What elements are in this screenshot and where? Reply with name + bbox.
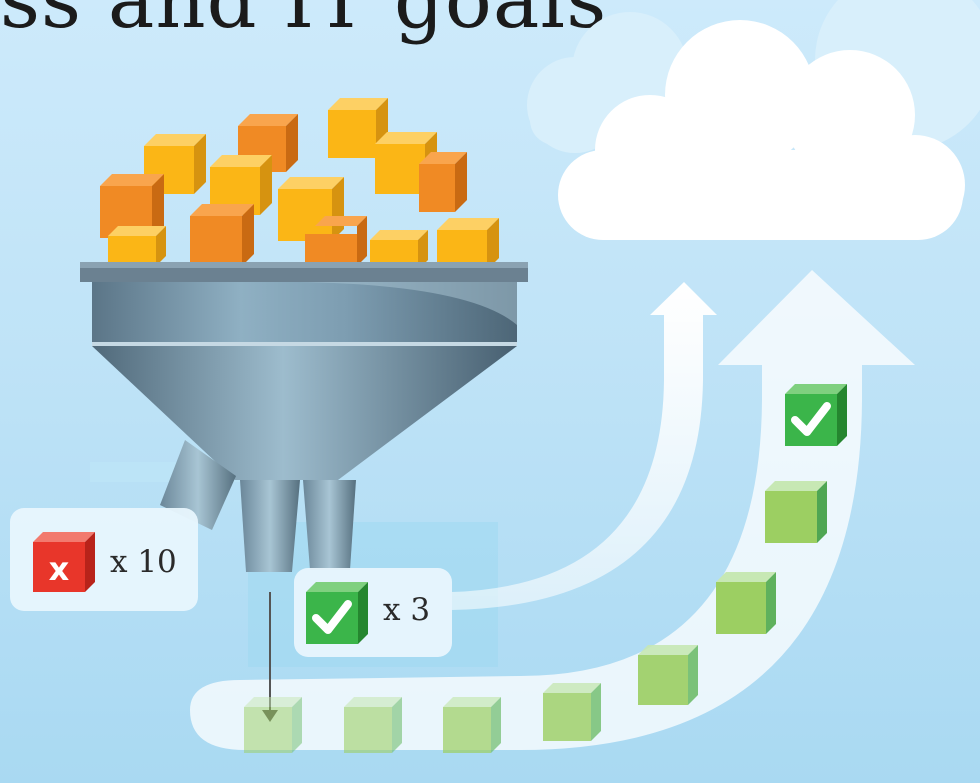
check-mark-icon bbox=[785, 384, 847, 446]
check-mark-icon bbox=[306, 582, 368, 644]
cube bbox=[543, 683, 601, 741]
cube bbox=[278, 177, 344, 241]
cube-pile bbox=[100, 98, 499, 270]
cube bbox=[443, 697, 501, 753]
cube bbox=[108, 226, 166, 266]
cube bbox=[190, 204, 254, 266]
reject-count-label: x 10 bbox=[110, 544, 177, 580]
cube bbox=[638, 645, 698, 705]
cube bbox=[765, 481, 827, 543]
svg-text:x: x bbox=[49, 550, 70, 588]
cube bbox=[244, 697, 302, 753]
cube bbox=[344, 697, 402, 753]
cube bbox=[716, 572, 776, 634]
cube bbox=[419, 152, 467, 212]
accept-count-label: x 3 bbox=[383, 592, 430, 628]
x-mark-icon: x bbox=[33, 532, 95, 592]
